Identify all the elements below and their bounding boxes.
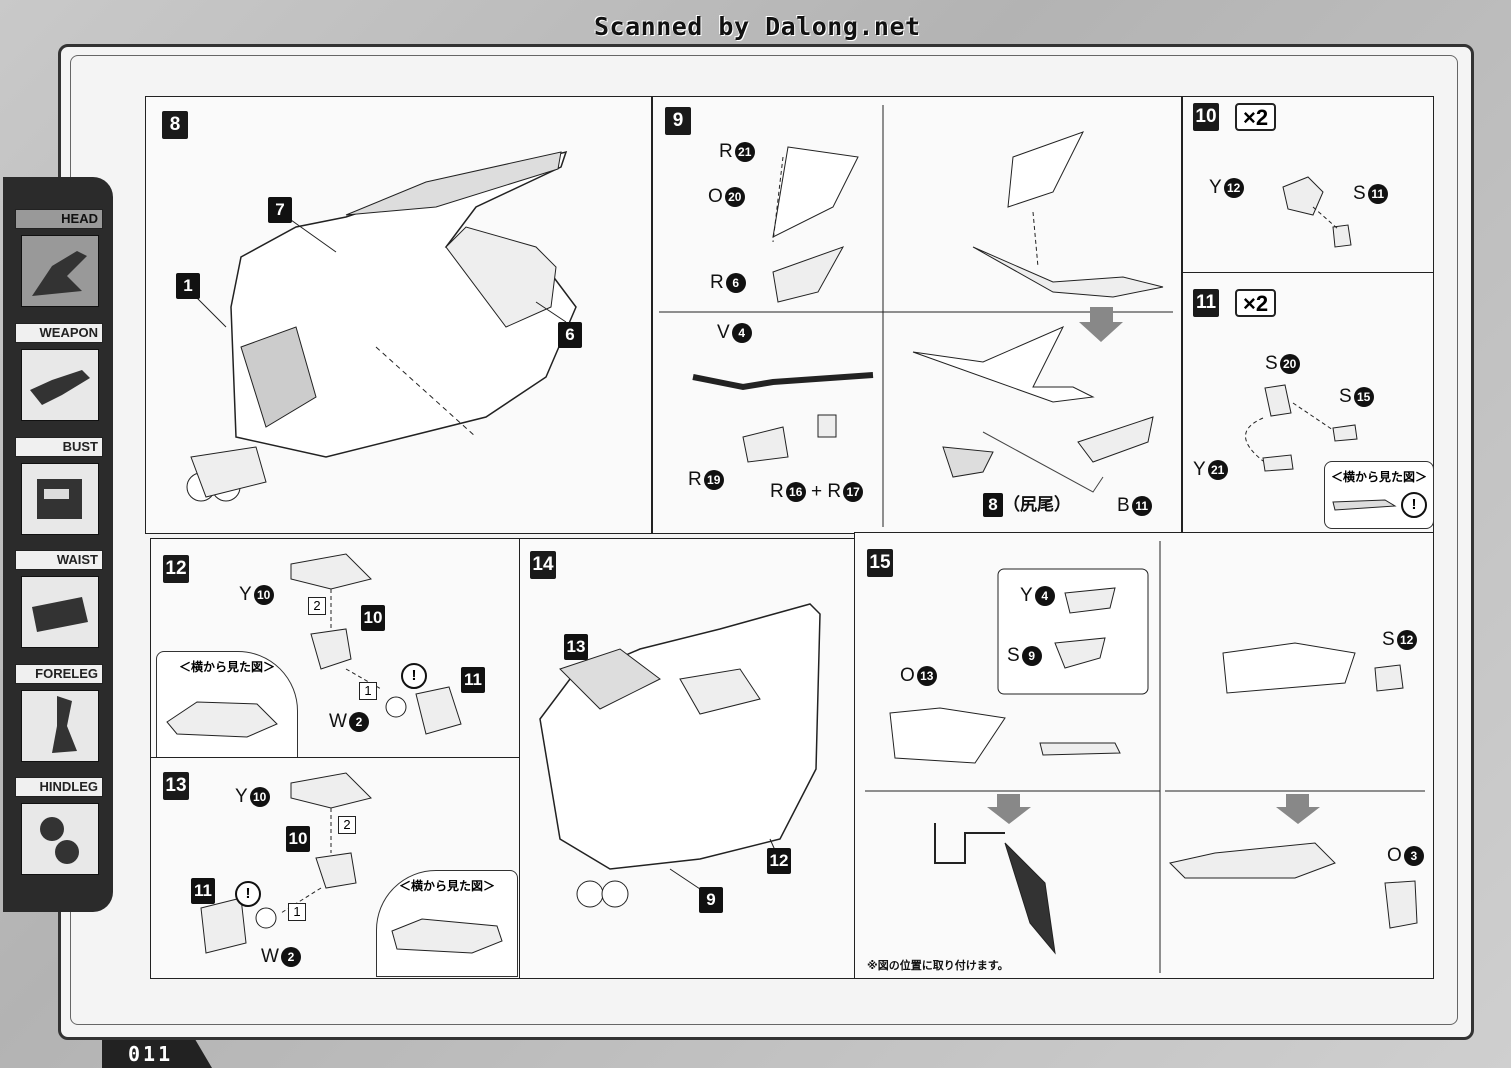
callout-part-13: 13 bbox=[564, 634, 588, 660]
sidebar-item-foreleg[interactable]: FORELEG bbox=[15, 664, 107, 769]
assembly-order-2: 2 bbox=[338, 816, 356, 834]
step-9-dividers bbox=[659, 105, 1173, 527]
step-12-illustration bbox=[290, 553, 462, 735]
callout-part-11: 11 bbox=[191, 878, 215, 904]
sidebar-item-label: HEAD bbox=[15, 209, 103, 229]
assembly-order-1: 1 bbox=[288, 903, 306, 921]
sidebar-item-label: FORELEG bbox=[15, 664, 103, 684]
side-view-caption: ＜横から見た図＞ bbox=[1330, 470, 1427, 484]
reference-step-8-tail: 8（尻尾） bbox=[983, 493, 1071, 517]
side-view-caption: ＜横から見た図＞ bbox=[398, 879, 495, 893]
callout-part-12: 12 bbox=[767, 848, 791, 874]
page-number: 011 bbox=[102, 1040, 212, 1068]
step-number: 12 bbox=[163, 555, 189, 583]
waist-section-icon bbox=[21, 576, 99, 648]
step-number: 11 bbox=[1193, 289, 1219, 317]
sidebar-item-label: BUST bbox=[15, 437, 103, 457]
sidebar-item-waist[interactable]: WAIST bbox=[15, 550, 107, 655]
sidebar-item-label: HINDLEG bbox=[15, 777, 103, 797]
sidebar-item-weapon[interactable]: WEAPON bbox=[15, 323, 107, 428]
caution-icon: ! bbox=[1401, 492, 1427, 518]
sidebar-item-hindleg[interactable]: HINDLEG bbox=[15, 777, 107, 882]
callout-part-11: 11 bbox=[461, 667, 485, 693]
step-number: 8 bbox=[162, 111, 188, 139]
foreleg-section-icon bbox=[21, 690, 99, 762]
side-view-inset: ＜横から見た図＞ bbox=[376, 870, 518, 977]
caution-icon: ! bbox=[235, 881, 261, 907]
caution-icon: ! bbox=[401, 663, 427, 689]
callout-part-10: 10 bbox=[286, 826, 310, 852]
callout-part-9: 9 bbox=[699, 887, 723, 913]
step-number: 10 bbox=[1193, 103, 1219, 131]
side-view-caption: ＜横から見た図＞ bbox=[178, 660, 275, 674]
weapon-section-icon bbox=[21, 349, 99, 421]
side-view-inset: ＜横から見た図＞ bbox=[156, 651, 298, 758]
step-number: 13 bbox=[163, 772, 189, 800]
scan-credit: Scanned by Dalong.net bbox=[594, 12, 921, 41]
step-15-illustration bbox=[865, 541, 1425, 973]
step-number: 14 bbox=[530, 551, 556, 579]
section-sidebar: HEAD WEAPON BUST WAIST FORELEG HINDLEG bbox=[3, 177, 113, 912]
head-section-icon bbox=[21, 235, 99, 307]
placement-note: ※図の位置に取り付けます。 bbox=[867, 959, 1009, 972]
callout-part-7: 7 bbox=[268, 197, 292, 223]
sidebar-item-head[interactable]: HEAD bbox=[15, 209, 107, 314]
step-8-panel: 8 7 1 6 bbox=[145, 96, 652, 534]
step-number: 15 bbox=[867, 549, 893, 577]
callout-part-1: 1 bbox=[176, 273, 200, 299]
assembly-order-1: 1 bbox=[359, 682, 377, 700]
step-number: 9 bbox=[665, 107, 691, 135]
quantity-multiplier: ×2 bbox=[1235, 103, 1277, 131]
side-view-inset: ＜横から見た図＞ ! bbox=[1324, 461, 1434, 529]
assembly-order-2: 2 bbox=[308, 597, 326, 615]
bust-section-icon bbox=[21, 463, 99, 535]
hindleg-section-icon bbox=[21, 803, 99, 875]
sidebar-item-label: WAIST bbox=[15, 550, 103, 570]
step-14-illustration bbox=[539, 603, 821, 908]
step-8-illustration bbox=[186, 150, 577, 502]
step-10-illustration bbox=[1282, 176, 1352, 248]
sidebar-item-bust[interactable]: BUST bbox=[15, 437, 107, 542]
step-13-illustration bbox=[200, 772, 372, 954]
callout-part-6: 6 bbox=[558, 322, 582, 348]
callout-part-10: 10 bbox=[361, 605, 385, 631]
sidebar-item-label: WEAPON bbox=[15, 323, 103, 343]
quantity-multiplier: ×2 bbox=[1235, 289, 1277, 317]
step-14-panel: 14 13 12 9 bbox=[519, 538, 855, 979]
step-11-illustration bbox=[1245, 384, 1358, 472]
